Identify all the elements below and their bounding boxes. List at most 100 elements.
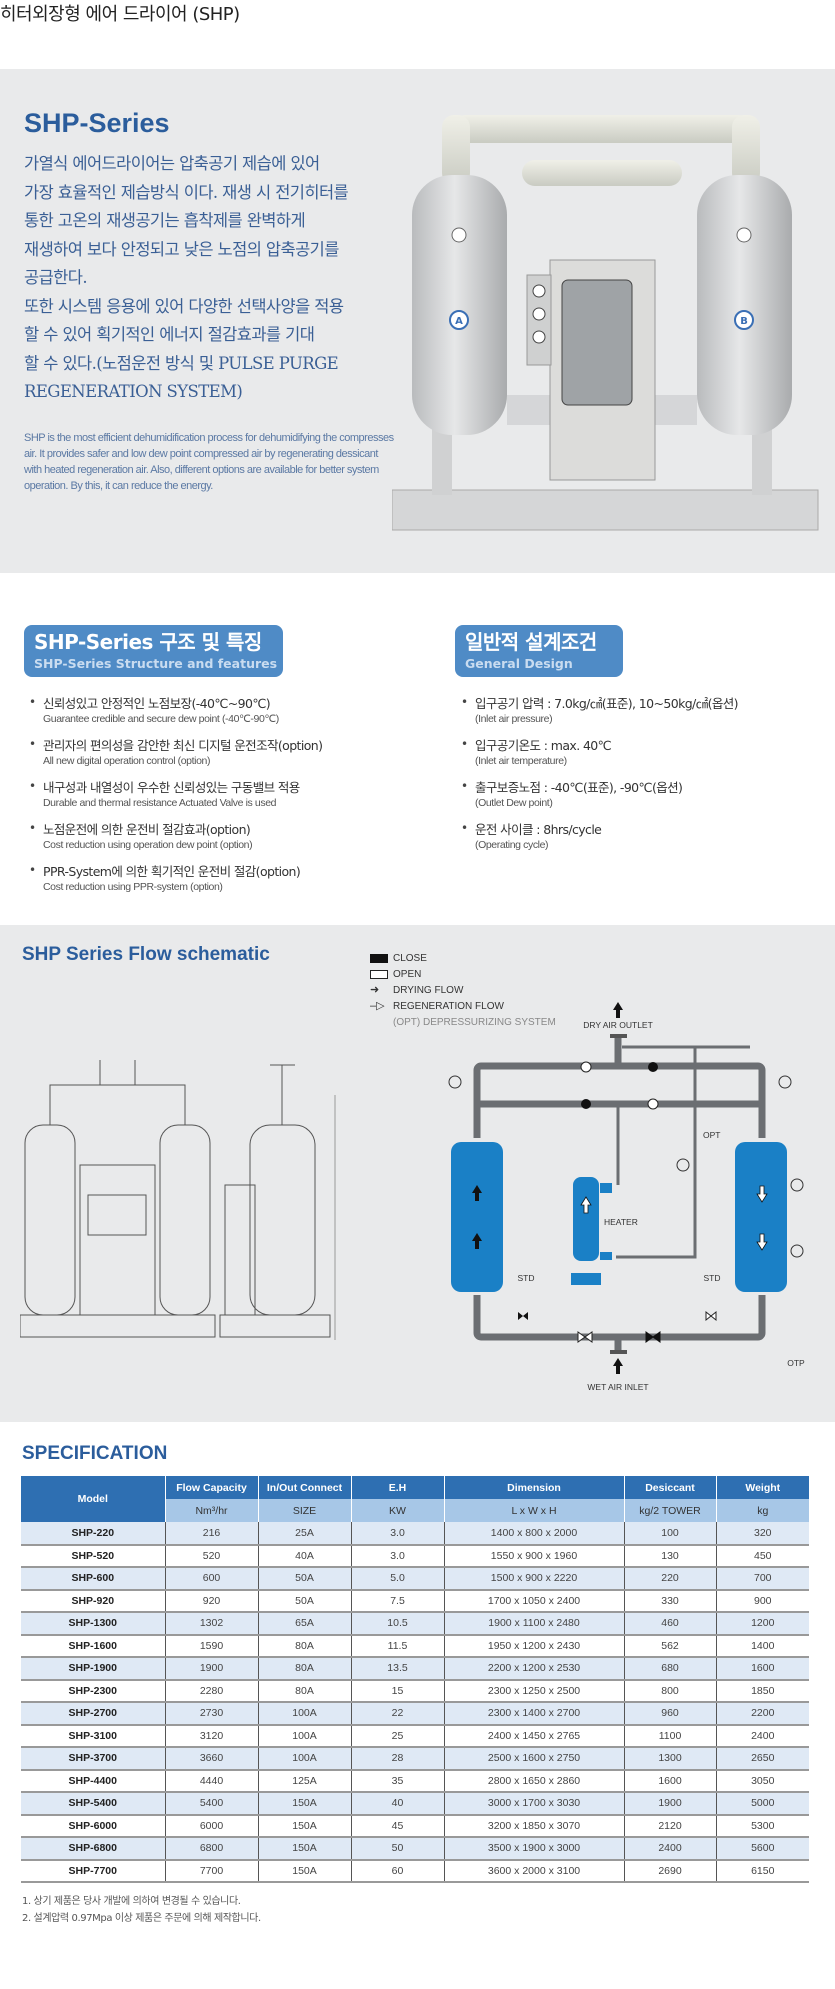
dryer-outline-drawings xyxy=(20,1060,336,1340)
legend-label: OPEN xyxy=(393,968,422,980)
feature-en: Durable and thermal resistance Actuated … xyxy=(43,797,277,809)
table-cell: 6000 xyxy=(164,1814,258,1838)
table-cell: 25A xyxy=(257,1522,351,1546)
table-cell: 3050 xyxy=(715,1769,809,1793)
table-cell: 3.0 xyxy=(350,1522,444,1546)
legend-close: CLOSE xyxy=(370,950,556,966)
col-unit: Nm³/hr xyxy=(164,1499,258,1522)
spec-notes: 1. 상기 제품은 당사 개발에 의하여 변경될 수 있습니다. 2. 설계압력… xyxy=(22,1893,261,1927)
feature-en: Guarantee credible and secure dew point … xyxy=(43,713,279,725)
col-unit: SIZE xyxy=(257,1499,351,1522)
design-ko: 운전 사이클 : 8hrs/cycle xyxy=(475,822,602,837)
table-cell: 1302 xyxy=(164,1612,258,1636)
table-cell: 15 xyxy=(350,1679,444,1703)
table-cell: 50A xyxy=(257,1589,351,1613)
model-cell: SHP-2700 xyxy=(21,1702,165,1726)
model-cell: SHP-3700 xyxy=(21,1747,165,1771)
col-header: Flow Capacity xyxy=(164,1476,258,1499)
flow-title: SHP Series Flow schematic xyxy=(22,944,270,965)
table-cell: 80A xyxy=(257,1679,351,1703)
feature-ko: 신뢰성있고 안정적인 노점보장(-40℃~90℃) xyxy=(43,696,271,711)
design-en: (Operating cycle) xyxy=(475,839,549,851)
table-cell: 2400 xyxy=(715,1724,809,1748)
table-cell: 460 xyxy=(623,1612,716,1636)
table-cell: 100A xyxy=(257,1747,351,1771)
design-en: (Outlet Dew point) xyxy=(475,797,553,809)
table-cell: 1550 x 900 x 1960 xyxy=(443,1544,624,1568)
dry-air-outlet-label: DRY AIR OUTLET xyxy=(583,1020,653,1030)
main-pipes xyxy=(473,1037,766,1350)
desc-line: 통한 고온의 재생공기는 흡착제를 완벽하게 xyxy=(24,211,306,230)
model-cell: SHP-1900 xyxy=(21,1657,165,1681)
table-cell: 6150 xyxy=(715,1859,809,1883)
col-unit: L x W x H xyxy=(443,1499,624,1522)
table-cell: 150A xyxy=(257,1814,351,1838)
design-en: (Inlet air pressure) xyxy=(475,713,553,725)
table-cell: 50A xyxy=(257,1567,351,1591)
desc-line: 가장 효율적인 제습방식 이다. 재생 시 전기히터를 xyxy=(24,182,349,202)
col-header: Weight xyxy=(715,1476,809,1499)
design-heading: 일반적 설계조건 General Design xyxy=(455,625,623,677)
model-cell: SHP-520 xyxy=(21,1544,165,1568)
model-cell: SHP-220 xyxy=(21,1522,165,1546)
table-cell: 1950 x 1200 x 2430 xyxy=(443,1634,624,1658)
design-title-ko: 일반적 설계조건 xyxy=(465,630,597,654)
tank-a-label: A xyxy=(455,316,463,327)
english-description: SHP is the most efficient dehumidificati… xyxy=(24,432,394,492)
design-list: 입구공기 압력 : 7.0kg/㎠(표준), 10~50kg/㎠(옵션)(Inl… xyxy=(461,695,739,863)
solid-arrow-icon: ➜ xyxy=(370,983,380,996)
table-cell: 320 xyxy=(715,1522,809,1546)
table-cell: 1400 x 800 x 2000 xyxy=(443,1522,624,1546)
model-cell: SHP-1600 xyxy=(21,1634,165,1658)
table-cell: 2300 x 1400 x 2700 xyxy=(443,1702,624,1726)
col-header: Dimension xyxy=(443,1476,624,1499)
model-cell: SHP-6000 xyxy=(21,1814,165,1838)
table-cell: 125A xyxy=(257,1769,351,1793)
table-cell: 7700 xyxy=(164,1859,258,1883)
feature-item: PPR-System에 의한 획기적인 운전비 절감(option)Cost r… xyxy=(29,863,322,894)
table-cell: 800 xyxy=(623,1679,716,1703)
col-header: Desiccant xyxy=(623,1476,716,1499)
table-cell: 5600 xyxy=(715,1837,809,1861)
table-cell: 2400 x 1450 x 2765 xyxy=(443,1724,624,1748)
table-cell: 100 xyxy=(623,1522,716,1546)
legend-opt: (OPT) DEPRESSURIZING SYSTEM xyxy=(370,1014,556,1030)
spec-title: SPECIFICATION xyxy=(22,1443,168,1464)
outlet-arrow-icon xyxy=(613,1002,623,1018)
heater xyxy=(573,1177,599,1261)
table-cell: 1900 xyxy=(164,1657,258,1681)
table-cell: 40A xyxy=(257,1544,351,1568)
table-cell: 1400 xyxy=(715,1634,809,1658)
features-heading: SHP-Series 구조 및 특징 SHP-Series Structure … xyxy=(24,625,283,677)
desc-line: 또한 시스템 응용에 있어 다양한 선택사양을 적용 xyxy=(24,296,344,316)
design-item: 입구공기온도 : max. 40℃(Inlet air temperature) xyxy=(461,737,738,768)
flow-legend: CLOSE OPEN ➜DRYING FLOW –▷REGENERATION F… xyxy=(370,950,556,1030)
feature-item: 신뢰성있고 안정적인 노점보장(-40℃~90℃) Guarantee credi… xyxy=(29,695,322,726)
features-title-en: SHP-Series Structure and features xyxy=(34,656,278,671)
std-right-label: STD xyxy=(704,1273,721,1283)
table-cell: 3600 x 2000 x 3100 xyxy=(443,1859,624,1883)
table-cell: 2800 x 1650 x 2860 xyxy=(443,1769,624,1793)
table-cell: 220 xyxy=(623,1567,716,1591)
hollow-arrow-icon: –▷ xyxy=(370,999,385,1012)
feature-ko: PPR-System에 의한 획기적인 운전비 절감(option) xyxy=(43,864,301,879)
table-cell: 2280 xyxy=(164,1679,258,1703)
legend-open: OPEN xyxy=(370,966,556,982)
spec-table: Model Flow Capacity In/Out Connect E.H D… xyxy=(21,1476,809,1883)
legend-label: REGENERATION FLOW xyxy=(393,1000,504,1012)
valves xyxy=(448,1061,804,1343)
col-unit: kg xyxy=(715,1499,809,1522)
table-cell: 35 xyxy=(350,1769,444,1793)
table-cell: 216 xyxy=(164,1522,258,1546)
table-cell: 5300 xyxy=(715,1814,809,1838)
model-cell: SHP-920 xyxy=(21,1589,165,1613)
table-cell: 1590 xyxy=(164,1634,258,1658)
